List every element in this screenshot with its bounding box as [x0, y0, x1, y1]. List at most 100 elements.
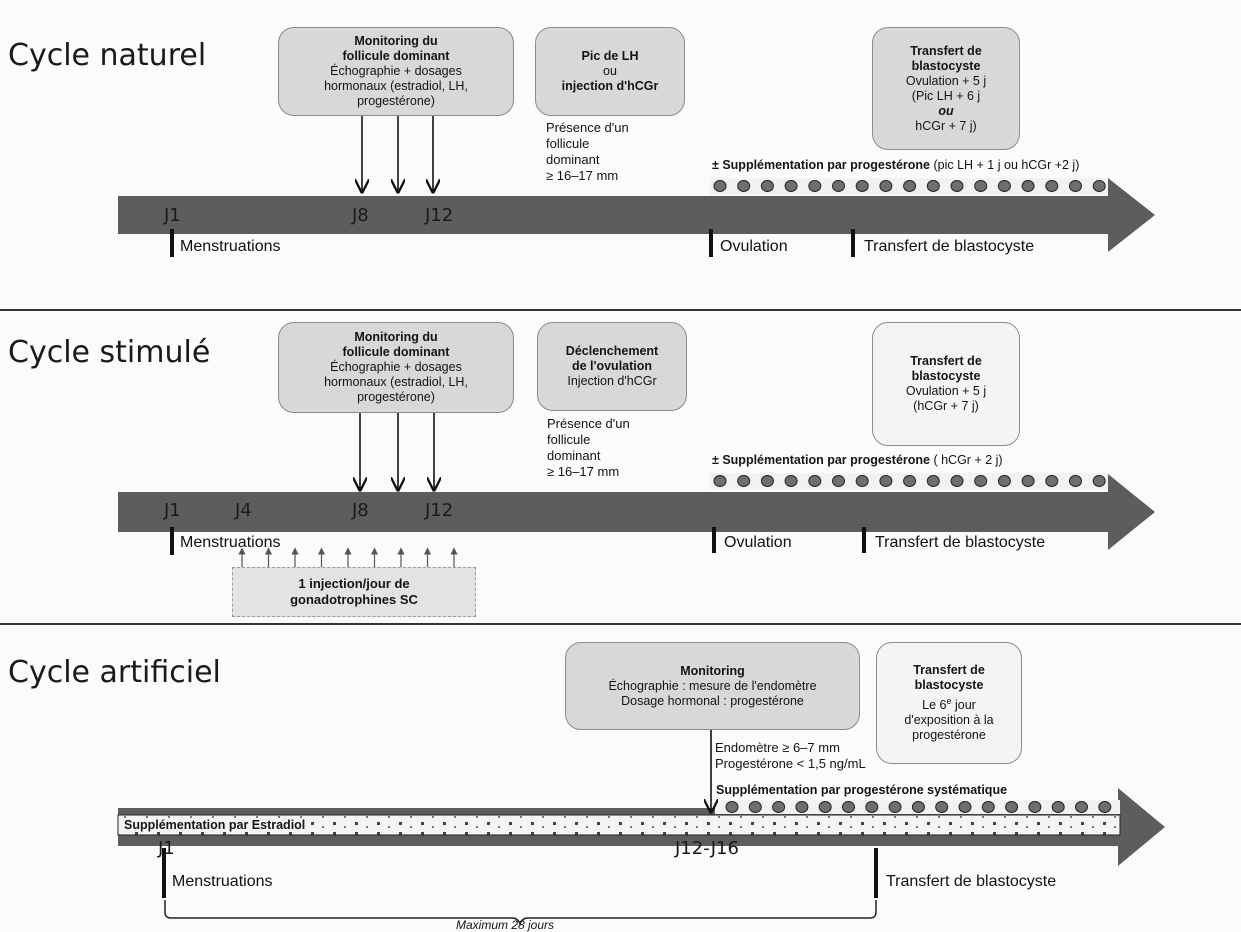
title-cycle-artificiel: Cycle artificiel — [8, 655, 221, 690]
text-line: ≥ 16–17 mm — [547, 464, 620, 479]
box-line: progestérone — [912, 727, 986, 742]
box-line: Échographie : mesure de l'endomètre — [608, 678, 817, 693]
text-line: dominant — [547, 448, 601, 463]
label-menstruations-naturel: Menstruations — [180, 238, 281, 255]
supplementation-progesterone-systematique: Supplémentation par progestérone systéma… — [716, 783, 1008, 797]
progesterone-pill — [879, 475, 893, 487]
box-line: progestérone) — [357, 94, 435, 108]
progesterone-pill — [926, 475, 940, 487]
progesterone-pill — [760, 475, 774, 487]
box-line: hormonaux (estradiol, LH, — [324, 79, 468, 93]
progesterone-pill — [1069, 475, 1082, 487]
tick-ovulation-naturel — [709, 229, 713, 257]
progesterone-pill — [888, 801, 902, 813]
progesterone-pill — [981, 801, 995, 813]
progesterone-pill — [950, 475, 964, 487]
tick-transfert-artificiel — [874, 848, 878, 898]
progesterone-pill — [974, 180, 988, 192]
progesterone-pill — [855, 475, 869, 487]
box-line: hCGr + 7 j) — [915, 118, 977, 133]
box-line: Échographie + dosages — [330, 360, 462, 374]
supp-bold: ± Supplémentation par progestérone — [712, 453, 930, 467]
progesterone-pill — [974, 475, 988, 487]
box-line: follicule dominant — [342, 49, 450, 63]
box-line: 1 injection/jour de — [298, 576, 410, 591]
label-transfert-naturel: Transfert de blastocyste — [864, 238, 1035, 255]
progesterone-pill — [1005, 801, 1019, 813]
criteria-artificiel: Endomètre ≥ 6–7 mm Progestérone < 1,5 ng… — [715, 740, 866, 772]
text-line: Présence d'un — [546, 120, 629, 135]
label-ovulation-naturel: Ovulation — [720, 238, 788, 255]
progesterone-pill — [855, 180, 869, 192]
label-ovulation-stimule: Ovulation — [724, 534, 792, 551]
box-line: Transfert de — [913, 663, 985, 678]
day-j12-stimule: J12 — [425, 500, 454, 521]
day-j1-naturel: J1 — [164, 205, 181, 226]
progesterone-pill — [760, 180, 774, 192]
progesterone-pill — [808, 180, 822, 192]
progesterone-pill — [1045, 475, 1059, 487]
progesterone-pill — [725, 801, 739, 813]
box-line: follicule dominant — [342, 345, 450, 359]
label-transfert-artificiel: Transfert de blastocyste — [886, 873, 1057, 890]
box-line: Ovulation + 5 j — [905, 73, 987, 88]
text-line: Progestérone < 1,5 ng/mL — [715, 756, 866, 771]
progesterone-pill — [808, 475, 822, 487]
monitoring-arrows-stimule — [360, 413, 434, 490]
progesterone-pill — [748, 801, 762, 813]
box-line: blastocyste — [911, 369, 981, 383]
supp-bold: ± Supplémentation par progestérone — [712, 158, 930, 172]
box-line: injection d'hCGr — [561, 79, 659, 93]
supplementation-estradiol-label: Supplémentation par Estradiol — [122, 818, 308, 832]
supplementation-naturel: ± Supplémentation par progestérone (pic … — [712, 157, 1079, 173]
progesterone-pill — [842, 801, 855, 813]
text-line: dominant — [546, 152, 600, 167]
sixth-day-text: Le 6e jour — [922, 695, 976, 712]
box-transfert-artificiel: Transfert de blastocyste Le 6e jour d'ex… — [876, 642, 1022, 764]
box-line: ou — [603, 64, 617, 78]
supp-rest: ( hCGr + 2 j) — [930, 453, 1003, 467]
progesterone-pill — [1045, 180, 1059, 192]
box-line: hormonaux (estradiol, LH, — [324, 375, 468, 389]
day-j8-naturel: J8 — [352, 205, 369, 226]
progesterone-pill — [1021, 475, 1035, 487]
progesterone-pill — [1051, 801, 1065, 813]
progesterone-pill — [1075, 801, 1088, 813]
box-line: Injection d'hCGr — [567, 374, 657, 388]
title-cycle-naturel: Cycle naturel — [8, 38, 207, 73]
progesterone-pill — [795, 801, 809, 813]
injection-arrows — [238, 547, 458, 568]
progesterone-pill — [903, 180, 917, 192]
progesterone-pill — [1092, 180, 1106, 192]
box-line: Monitoring du — [354, 330, 438, 344]
box-line: (hCGr + 7 j) — [913, 399, 979, 413]
label-menstruations-artificiel: Menstruations — [172, 873, 273, 890]
box-line: ou — [938, 103, 954, 118]
monitoring-arrows-naturel — [362, 116, 433, 192]
progesterone-pill — [865, 801, 879, 813]
box-line: de l'ovulation — [571, 359, 653, 373]
box-line: gonadotrophines SC — [290, 592, 418, 607]
progesterone-pill — [1092, 475, 1106, 487]
progesterone-pill — [911, 801, 925, 813]
day-j4-stimule: J4 — [235, 500, 252, 521]
title-cycle-stimule: Cycle stimulé — [8, 335, 211, 370]
box-monitoring-artificiel: Monitoring Échographie : mesure de l'end… — [565, 642, 860, 730]
tick-ovulation-stimule — [712, 527, 716, 553]
tick-menstruations-naturel — [170, 229, 174, 257]
text-line: follicule — [547, 432, 591, 447]
progesterone-pill — [935, 801, 949, 813]
presence-follicule-naturel: Présence d'un follicule dominant ≥ 16–17… — [546, 120, 629, 184]
box-line: Pic de LH — [581, 49, 639, 63]
text-line: follicule — [546, 136, 590, 151]
progesterone-pill — [713, 475, 727, 487]
supplementation-stimule: ± Supplémentation par progestérone ( hCG… — [712, 452, 1003, 468]
box-monitoring-stimule: Monitoring du follicule dominant Échogra… — [278, 322, 514, 413]
timeline-arrow-stimule — [118, 474, 1155, 550]
injection-gonadotrophines-box: 1 injection/jour de gonadotrophines SC — [232, 567, 476, 617]
box-pic-lh: Pic de LH ou injection d'hCGr — [535, 27, 685, 116]
estradiol-strip — [117, 814, 1121, 836]
progesterone-pill — [903, 475, 917, 487]
